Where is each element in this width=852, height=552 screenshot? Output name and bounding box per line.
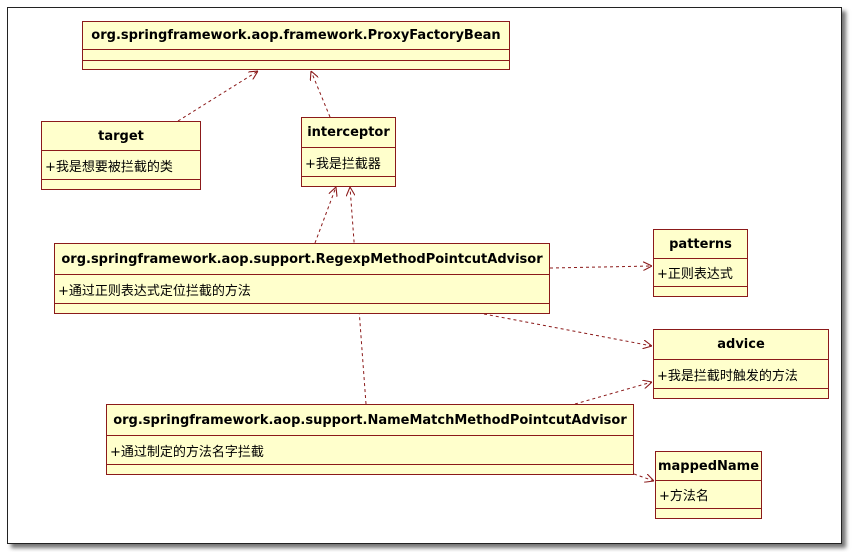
class-attribute: +我是拦截时触发的方法: [654, 360, 828, 389]
class-mapped-name[interactable]: mappedName +方法名: [655, 451, 762, 519]
edge-name-match-advisor-to-mapped-name: [633, 473, 654, 481]
class-patterns[interactable]: patterns +正则表达式: [653, 229, 748, 297]
class-attribute: +我是想要被拦截的类: [42, 151, 200, 180]
class-name: interceptor: [302, 118, 395, 148]
class-attribute: +我是拦截器: [302, 148, 395, 177]
class-name: target: [42, 122, 200, 151]
class-name: advice: [654, 330, 828, 360]
class-advice[interactable]: advice +我是拦截时触发的方法: [653, 329, 829, 399]
class-interceptor[interactable]: interceptor +我是拦截器: [301, 117, 396, 187]
class-attribute: +通过正则表达式定位拦截的方法: [55, 275, 549, 304]
class-attributes: [83, 50, 509, 61]
class-name: mappedName: [656, 452, 761, 481]
class-target[interactable]: target +我是想要被拦截的类: [41, 121, 201, 190]
class-attribute: +正则表达式: [654, 259, 747, 287]
class-name: org.springframework.aop.support.NameMatc…: [107, 405, 633, 436]
edge-interceptor-to-proxy-factory-bean: [311, 71, 331, 118]
edge-regexp-advisor-to-patterns: [549, 266, 652, 268]
class-attribute: +通过制定的方法名字拦截: [107, 436, 633, 465]
class-proxy-factory-bean[interactable]: org.springframework.aop.framework.ProxyF…: [82, 21, 510, 70]
class-name: patterns: [654, 230, 747, 259]
class-name: org.springframework.aop.framework.ProxyF…: [83, 22, 509, 50]
class-name-match-method-pointcut-advisor[interactable]: org.springframework.aop.support.NameMatc…: [106, 404, 634, 475]
edge-regexp-advisor-to-interceptor: [314, 187, 336, 244]
class-name: org.springframework.aop.support.RegexpMe…: [55, 244, 549, 275]
edge-regexp-advisor-to-advice: [483, 313, 652, 346]
class-regexp-method-pointcut-advisor[interactable]: org.springframework.aop.support.RegexpMe…: [54, 243, 550, 314]
edge-name-match-advisor-to-advice: [574, 382, 652, 405]
class-attribute: +方法名: [656, 481, 761, 509]
edge-target-to-proxy-factory-bean: [177, 71, 258, 122]
